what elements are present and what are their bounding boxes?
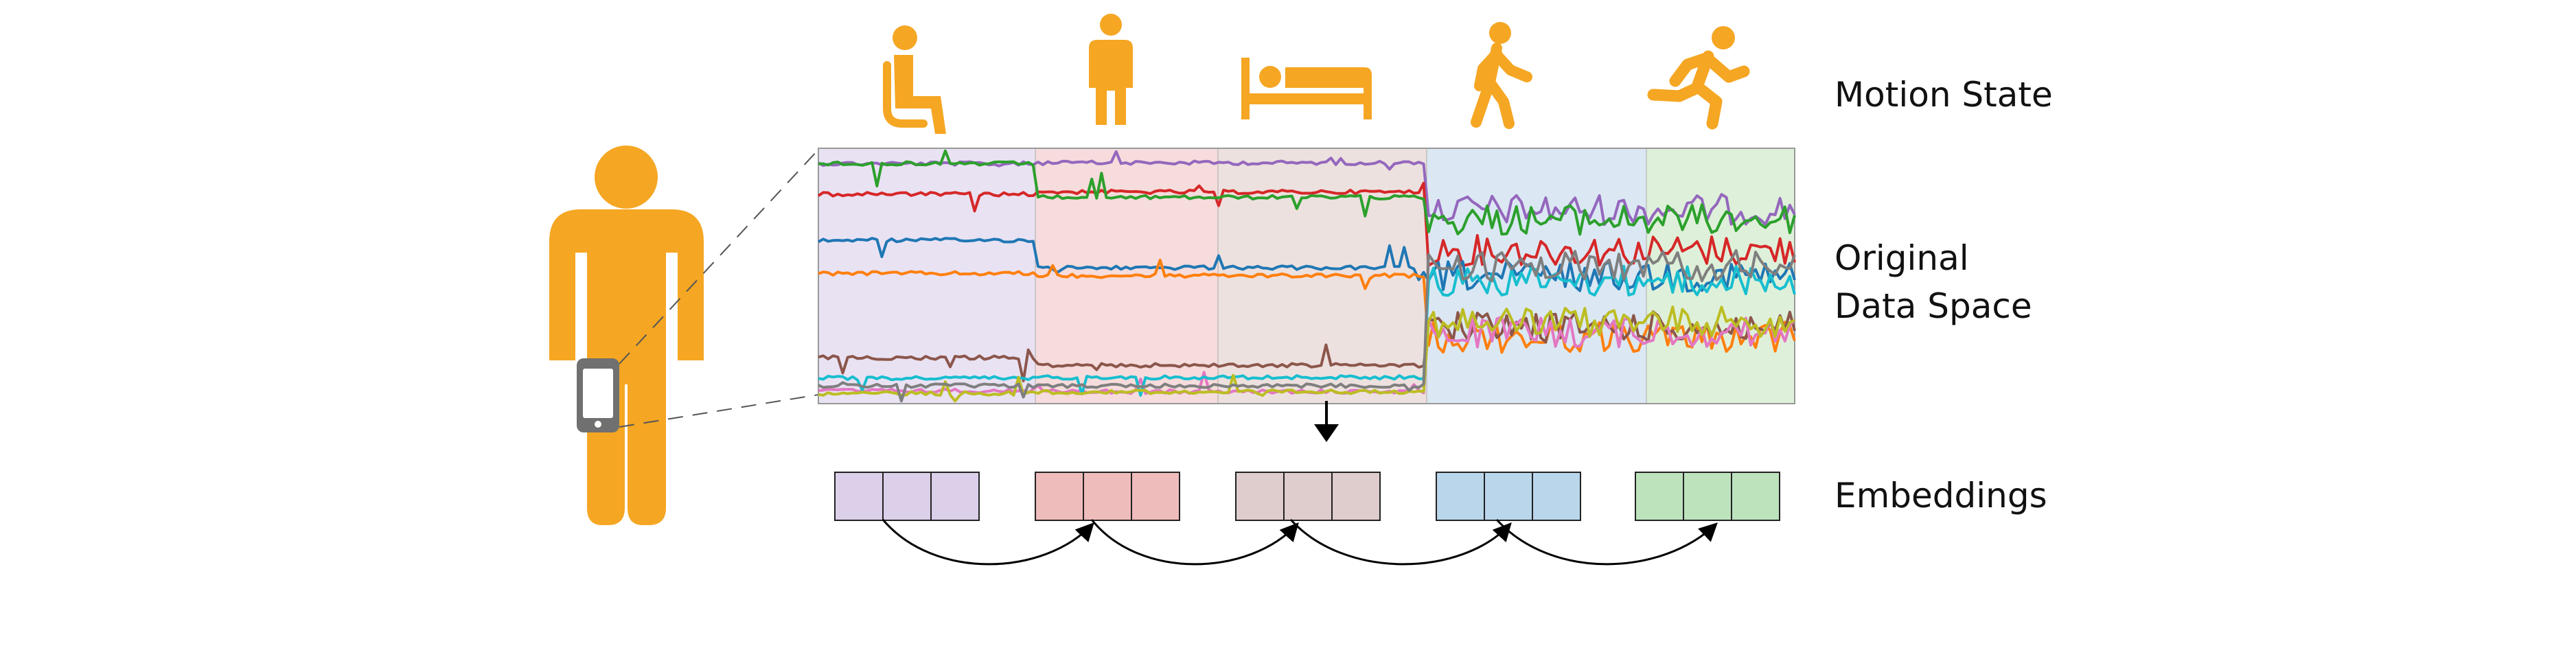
sensor-trace bbox=[818, 149, 1796, 236]
transition-arrow-1 bbox=[882, 519, 1094, 566]
embedding-cell bbox=[1731, 472, 1780, 521]
embedding-cell bbox=[1235, 472, 1285, 521]
embeddings-label: Embeddings bbox=[1835, 476, 2047, 516]
sensor-trace bbox=[817, 237, 1796, 293]
human-figure-icon bbox=[549, 146, 704, 525]
embedding-cell bbox=[1131, 472, 1180, 521]
embedding-cell bbox=[1532, 472, 1581, 521]
embedding-3 bbox=[1235, 472, 1381, 521]
smartphone-icon bbox=[577, 358, 619, 432]
embedding-cell bbox=[1436, 472, 1485, 521]
embedding-cell bbox=[1484, 472, 1533, 521]
lying-in-bed-icon bbox=[1241, 58, 1372, 119]
original-data-space-label-line2: Data Space bbox=[1835, 286, 2032, 326]
transition-arrow-2 bbox=[1090, 519, 1299, 566]
embedding-cell bbox=[1635, 472, 1684, 521]
embedding-cell bbox=[1331, 472, 1381, 521]
zoom-dash-lines bbox=[619, 149, 819, 428]
embedding-1 bbox=[834, 472, 980, 521]
transition-arrow-3 bbox=[1289, 518, 1512, 566]
sitting-person-icon bbox=[883, 25, 946, 134]
original-data-space-plot bbox=[817, 148, 1796, 404]
embedding-2 bbox=[1035, 472, 1180, 521]
embeddings-row bbox=[834, 472, 1780, 521]
transition-arrow-4 bbox=[1495, 518, 1718, 566]
sensor-trace bbox=[818, 264, 1796, 397]
embedding-cell bbox=[1683, 472, 1732, 521]
segment-background-1 bbox=[818, 148, 1036, 404]
embedding-cell bbox=[1035, 472, 1084, 521]
embedding-cell bbox=[1083, 472, 1132, 521]
sensor-trace bbox=[818, 305, 1795, 403]
sensor-trace bbox=[818, 310, 1796, 382]
embedding-cell bbox=[834, 472, 884, 521]
embedding-cell bbox=[1283, 472, 1333, 521]
embedding-cell bbox=[930, 472, 980, 521]
walking-person-icon bbox=[1471, 22, 1532, 129]
sensor-trace bbox=[818, 248, 1796, 403]
embedding-4 bbox=[1436, 472, 1581, 521]
running-person-icon bbox=[1647, 26, 1750, 130]
embedding-5 bbox=[1635, 472, 1780, 521]
down-arrow-icon bbox=[1314, 401, 1339, 442]
sensor-trace bbox=[818, 150, 1796, 227]
transition-arrows bbox=[882, 518, 1718, 566]
original-data-space-label-line1: Original bbox=[1835, 238, 1969, 278]
embedding-cell bbox=[882, 472, 932, 521]
standing-person-icon bbox=[1089, 14, 1133, 125]
sensor-trace bbox=[818, 258, 1796, 354]
motion-state-label: Motion State bbox=[1835, 75, 2053, 115]
